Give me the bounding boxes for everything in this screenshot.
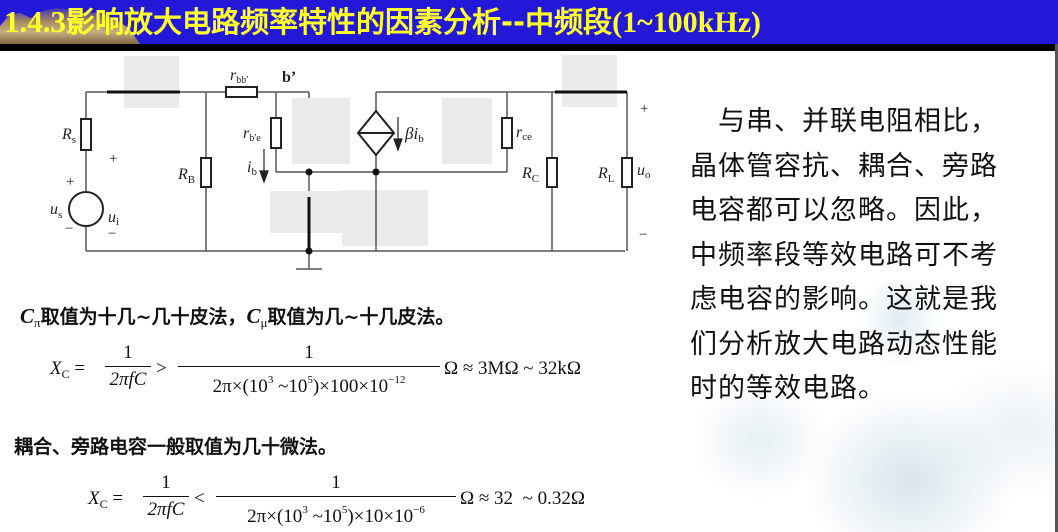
resistor-rbe [270, 117, 282, 149]
title-text: 影响放大电路频率特性的因素分析--中频段 [66, 5, 613, 39]
explanation-paragraph: 与串、并联电阻相比， 晶体管容抗、耦合、旁路 电容都可以忽略。因此， 中频率段等… [690, 100, 1040, 412]
ui-minus-sign: − [108, 226, 116, 242]
resistor-Rs [80, 118, 92, 151]
section-number: 1.4.3 [4, 4, 66, 39]
resistor-rce [501, 117, 513, 149]
resistor-RB [200, 157, 212, 188]
resistor-RL [621, 157, 633, 188]
us-minus-sign: − [65, 221, 73, 237]
resistor-RC [546, 157, 558, 188]
paragraph-line: 中频率段等效电路可不考 [690, 239, 998, 271]
paragraph-line: 与串、并联电阻相比， [690, 106, 998, 137]
paragraph-line: 电容都可以忽略。因此， [690, 195, 998, 226]
masked-regions [124, 55, 617, 246]
paragraph-line: 们分析放大电路动态性能 [690, 328, 998, 360]
label-RL: RL [597, 165, 615, 185]
slide-title-bar: 1.4.3影响放大电路频率特性的因素分析--中频段(1~100kHz) [0, 0, 1058, 44]
paragraph-line: 晶体管容抗、耦合、旁路 [690, 150, 998, 182]
uo-minus-sign: − [639, 227, 647, 243]
title-frequency-range: (1~100kHz) [612, 6, 761, 39]
label-RB: RB [177, 166, 195, 186]
label-ib: ib [247, 159, 257, 178]
coupling-capacitance-heading: 耦合、旁路电容一般取值为几十微法。 [14, 436, 338, 458]
slide-right-border [1055, 44, 1058, 532]
label-us: us [50, 201, 62, 221]
transistor-capacitance-heading: Cπ取值为十几~几十皮法，Cμ取值为几~十几皮法。 [20, 304, 455, 330]
paragraph-line: 虑电容的影响。这就是我 [690, 284, 998, 315]
mid-frequency-equivalent-circuit: Rs us + − + − ui RB rbb′ b’ rb′e ib βib … [50, 55, 651, 270]
ui-plus-sign: + [109, 151, 117, 167]
label-beta-ib: βib [404, 124, 424, 145]
uo-plus-sign: + [640, 101, 648, 117]
label-rbb: rbb′ [230, 67, 248, 86]
label-rce: rce [516, 124, 532, 143]
label-Rs: Rs [61, 126, 76, 146]
voltage-source-us [68, 191, 104, 227]
label-rbe: rb′e [243, 125, 261, 144]
label-RC: RC [521, 165, 539, 185]
label-uo: uo [637, 162, 651, 181]
paragraph-line: 时的等效电路。 [690, 373, 886, 404]
dependent-current-source [356, 109, 396, 157]
label-ui: ui [108, 209, 119, 228]
title-underline [0, 44, 1058, 51]
background-watermark-image [700, 280, 1055, 532]
label-b-prime: b’ [282, 69, 296, 86]
resistor-rbb [225, 86, 258, 98]
slide-title: 1.4.3影响放大电路频率特性的因素分析--中频段(1~100kHz) [4, 0, 761, 44]
us-plus-sign: + [66, 174, 74, 190]
